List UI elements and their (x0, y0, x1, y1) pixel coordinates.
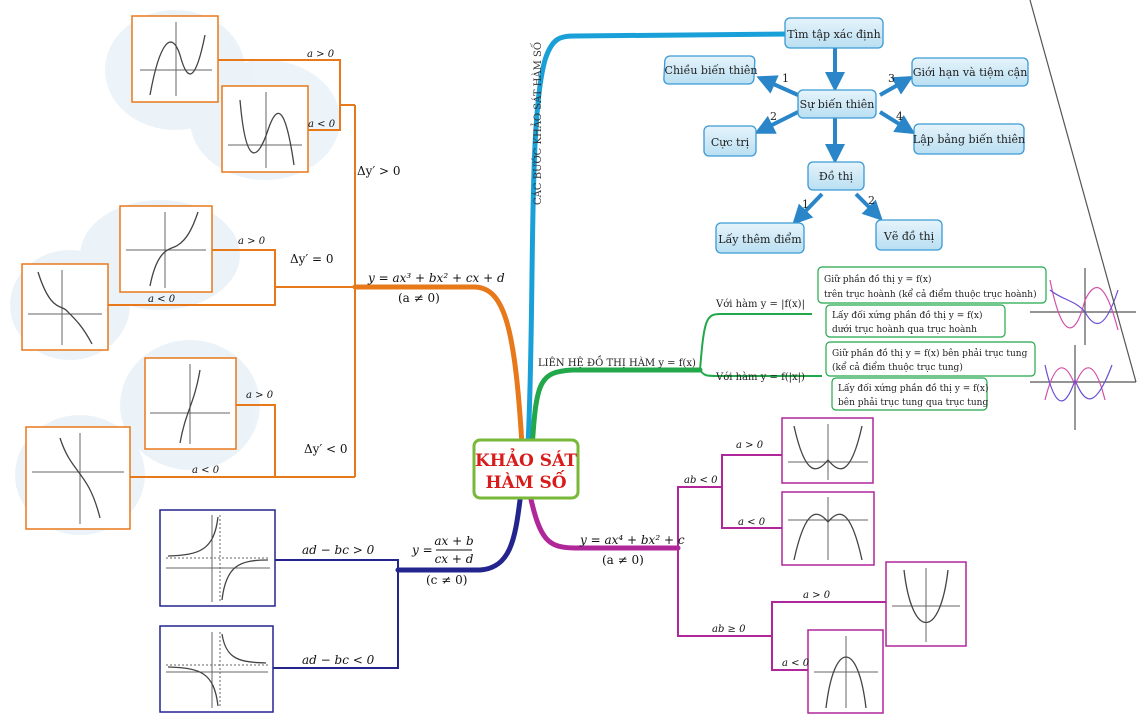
step-extrema: Cực trị (711, 136, 750, 149)
quartic-label-apos-1: a > 0 (736, 440, 764, 451)
steps-arrows (754, 48, 916, 225)
rational-y-eq: y = (411, 543, 433, 557)
relation-tree (699, 313, 822, 377)
quartic-label-apos-2: a > 0 (803, 590, 831, 601)
cubic-tree (108, 59, 356, 478)
rational-label-neg: ad − bc < 0 (302, 653, 375, 667)
step-num-2: 2 (770, 110, 777, 123)
main-branches (352, 31, 793, 573)
step-extra-points: Lấy thêm điểm (718, 232, 802, 246)
rational-condition: (c ≠ 0) (426, 573, 467, 587)
relation-rule-1b: trên trục hoành (kể cả điểm thuộc trục h… (824, 288, 1037, 300)
quartic-label-aneg-1: a < 0 (738, 517, 766, 528)
relation-rule-1a: Giữ phần đồ thị y = f(x) (824, 274, 932, 285)
graph-cubic-dneg-aneg (25, 426, 131, 530)
relation-rule-4b: bên phải trục tung qua trục tung (838, 397, 988, 408)
quartic-graph-curves (788, 424, 960, 709)
quartic-label-aneg-2: a < 0 (782, 658, 810, 669)
steps-boxes (663, 17, 1029, 254)
cubic-delta-zero: Δy′ = 0 (290, 252, 334, 266)
step-monotonic: Chiều biến thiên (665, 64, 758, 77)
rational-graph-curves (166, 515, 270, 708)
relation-abs-f: Với hàm y = |f(x)| (715, 299, 805, 310)
rational-numerator: ax + b (434, 534, 473, 548)
graph-num-1: 1 (802, 198, 809, 211)
relation-rule-2a: Lấy đối xứng phần đồ thị y = f(x) (832, 310, 983, 321)
relation-rule-3a: Giữ phần đồ thị y = f(x) bên phải trục t… (832, 348, 1028, 359)
rational-graphs (159, 509, 276, 713)
quartic-label-abneg: ab < 0 (684, 475, 718, 486)
graph-cubic-dpos-apos (131, 15, 219, 103)
step-table: Lập bảng biến thiên (913, 133, 1025, 146)
relation-boxes (817, 266, 1047, 411)
cubic-graph-curves (28, 22, 302, 524)
step-variation: Sự biến thiên (800, 98, 875, 111)
steps-branch-label: CÁC BƯỚC KHẢO SÁT HÀM SỐ (531, 42, 544, 205)
relation-rule-4a: Lấy đối xứng phần đồ thị y = f(x) (838, 383, 989, 394)
branch-cubic (352, 284, 525, 448)
cubic-label-apos-2: a > 0 (238, 236, 266, 247)
step-graph: Đồ thị (819, 170, 854, 183)
relation-f-abs: Với hàm y = f(|x|) (715, 372, 805, 383)
step-num-3: 3 (888, 72, 895, 85)
rational-tree (273, 559, 399, 669)
rational-label-pos: ad − bc > 0 (302, 543, 375, 557)
step-num-4: 4 (896, 110, 903, 123)
cubic-delta-positive: Δy′ > 0 (357, 164, 401, 178)
graph-cubic-dzero-aneg (21, 263, 109, 351)
quartic-label-abnonneg: ab ≥ 0 (712, 624, 746, 635)
graph-cubic-dzero-apos (119, 205, 213, 293)
cubic-label-aneg-1: a < 0 (308, 119, 336, 130)
quartic-formula: y = ax⁴ + bx² + c (579, 533, 685, 547)
rational-denominator: cx + d (435, 552, 474, 566)
quartic-condition: (a ≠ 0) (602, 553, 644, 567)
cubic-label-aneg-3: a < 0 (192, 465, 220, 476)
relation-sample-graphs (1029, 0, 1137, 430)
cubic-label-apos-1: a > 0 (307, 49, 335, 60)
branch-relation (529, 367, 703, 453)
center-title-line1: KHẢO SÁT (475, 448, 577, 471)
cubic-condition: (a ≠ 0) (398, 291, 440, 305)
relation-rule-3b: (kể cả điểm thuộc trục tung) (832, 361, 963, 373)
cubic-label-aneg-2: a < 0 (148, 294, 176, 305)
center-node[interactable] (472, 438, 580, 500)
cubic-label-apos-3: a > 0 (246, 390, 274, 401)
graph-rational-pos (159, 509, 276, 607)
graph-num-2: 2 (868, 194, 875, 207)
step-draw: Vẽ đồ thị (883, 230, 935, 243)
quartic-graphs (781, 417, 967, 714)
branch-steps (525, 31, 793, 448)
center-title-line2: HÀM SỐ (485, 470, 566, 493)
cubic-delta-negative: Δy′ < 0 (304, 442, 348, 456)
relation-branch-label: LIÊN HỆ ĐỒ THỊ HÀM y = f(x) (538, 356, 696, 369)
branch-quartic (527, 492, 681, 551)
step-domain: Tìm tập xác định (787, 28, 880, 41)
quartic-tree (677, 454, 886, 671)
graph-cubic-dpos-aneg (221, 85, 309, 173)
step-limits: Giới hạn và tiệm cận (913, 66, 1028, 79)
step-num-1: 1 (782, 72, 789, 85)
relation-rule-2b: dưới trục hoành qua trục hoành (832, 324, 977, 335)
branch-rational (395, 497, 523, 573)
cubic-formula: y = ax³ + bx² + cx + d (367, 271, 505, 285)
